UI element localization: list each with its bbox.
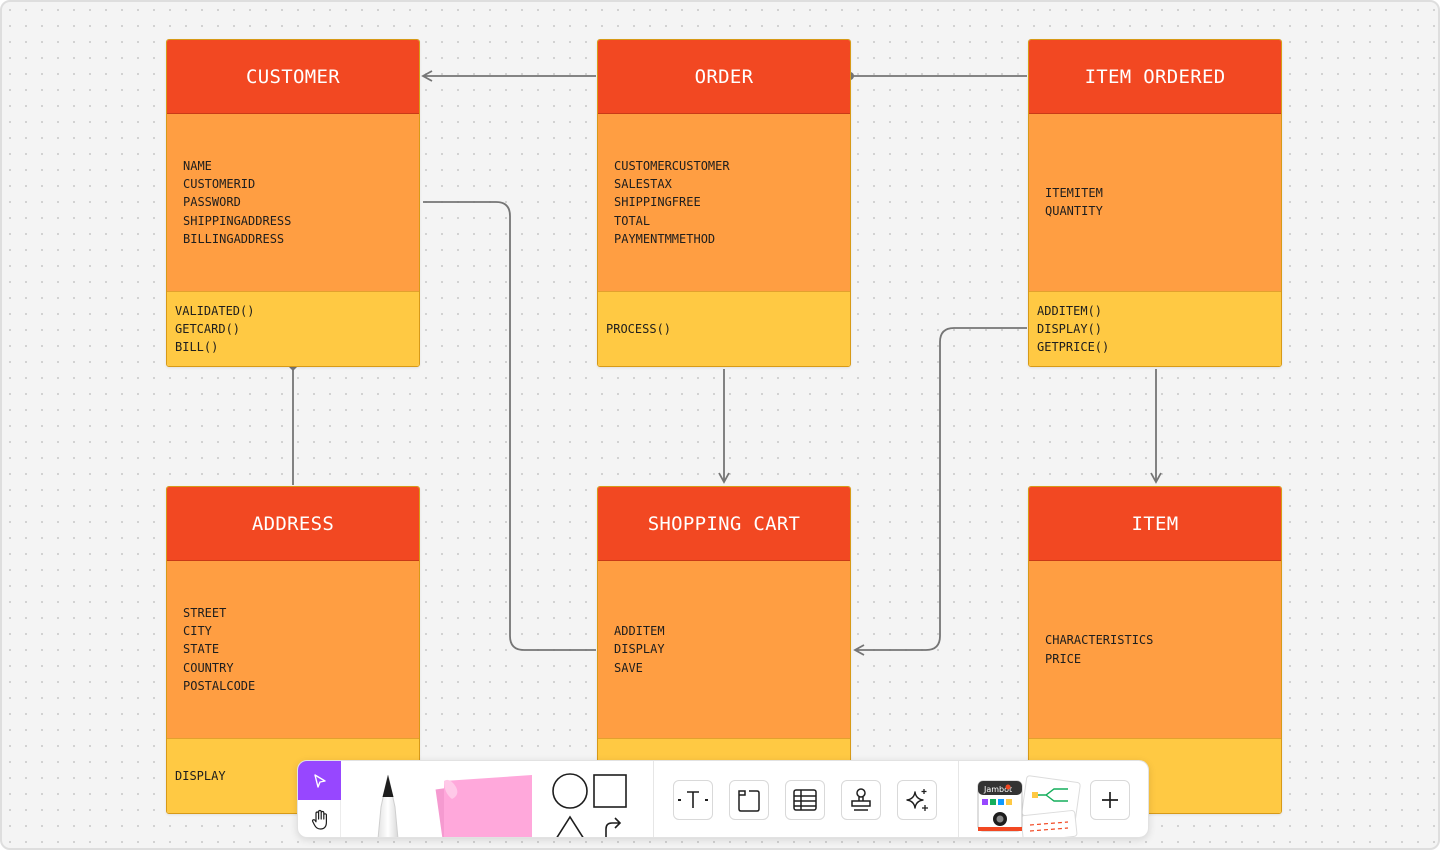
attribute: DISPLAY — [614, 642, 665, 657]
hand-icon — [311, 809, 327, 830]
attribute: TOTAL — [614, 213, 651, 228]
shapes-icon[interactable] — [548, 773, 632, 838]
section-icon — [738, 790, 760, 812]
entity-order[interactable]: ORDER CUSTOMERCUSTOMER SALESTAX SHIPPING… — [597, 39, 851, 367]
entity-item-attributes: CHARACTERISTICS PRICE — [1029, 561, 1281, 739]
connector-itemordered-to-cart — [853, 327, 1027, 656]
attribute: ITEMITEM — [1045, 186, 1103, 200]
entity-item[interactable]: ITEM CHARACTERISTICS PRICE — [1028, 486, 1282, 814]
attribute: SALESTAX — [614, 177, 672, 192]
stamp-tool-button[interactable] — [841, 780, 881, 820]
entity-address[interactable]: ADDRESS STREET CITY STATE COUNTRY POSTAL… — [166, 486, 420, 814]
connector-customer-to-cart — [423, 201, 596, 651]
select-tool-button[interactable] — [298, 761, 341, 800]
toolbar-divider — [653, 761, 654, 837]
table-tool-button[interactable] — [785, 780, 825, 820]
entity-item-ordered[interactable]: ITEM ORDERED ITEMITEM QUANTITY ADDITEM()… — [1028, 39, 1282, 367]
entity-address-title: ADDRESS — [167, 487, 419, 561]
entity-customer-methods: VALIDATED() GETCARD() BILL() — [167, 292, 419, 366]
entity-order-methods: PROCESS() — [598, 292, 850, 366]
bottom-toolbar: Jambot — [297, 760, 1149, 838]
entity-shopping-cart-title: SHOPPING CART — [598, 487, 850, 561]
entity-customer-title: CUSTOMER — [167, 40, 419, 114]
section-tool-button[interactable] — [729, 780, 769, 820]
stamp-icon — [851, 788, 871, 811]
method: GETPRICE() — [1037, 340, 1110, 355]
entity-customer-attributes: NAME CUSTOMERID PASSWORD SHIPPINGADDRESS… — [167, 114, 419, 292]
attribute: CITY — [183, 624, 212, 639]
attribute: PRICE — [1045, 651, 1082, 666]
sticky-note-icon[interactable] — [426, 773, 536, 838]
ai-actions-button[interactable] — [897, 780, 937, 820]
attribute: NAME — [183, 158, 212, 173]
method: PROCESS() — [606, 321, 672, 336]
hand-tool-button[interactable] — [298, 800, 341, 837]
widgets-icon[interactable]: Jambot — [974, 773, 1084, 838]
attribute: STATE — [183, 642, 220, 657]
attribute: CHARACTERISTICS — [1045, 633, 1154, 648]
attribute: PAYMENTMMETHOD — [614, 231, 716, 246]
attribute: QUANTITY — [1045, 204, 1103, 219]
entity-order-attributes: CUSTOMERCUSTOMER SALESTAX SHIPPINGFREE T… — [598, 114, 850, 292]
method: ADDITEM() — [1037, 303, 1103, 318]
mode-switcher — [298, 761, 341, 837]
attribute: CUSTOMERID — [183, 177, 256, 192]
attribute: COUNTRY — [183, 660, 234, 675]
entity-item-ordered-title: ITEM ORDERED — [1029, 40, 1281, 114]
entity-item-ordered-attributes: ITEMITEM QUANTITY — [1029, 114, 1281, 292]
cursor-icon — [313, 773, 326, 788]
attribute: SHIPPINGFREE — [614, 195, 701, 210]
entity-shopping-cart-attributes: ADDITEM DISPLAY SAVE — [598, 561, 850, 739]
table-icon — [793, 789, 817, 811]
method: GETCARD() — [175, 321, 241, 336]
marker-icon[interactable] — [360, 773, 416, 838]
method: DISPLAY() — [1037, 321, 1103, 336]
attribute: POSTALCODE — [183, 678, 256, 693]
attribute: BILLINGADDRESS — [183, 231, 285, 246]
entity-customer[interactable]: CUSTOMER NAME CUSTOMERID PASSWORD SHIPPI… — [166, 39, 420, 367]
plus-icon — [1102, 792, 1118, 808]
attribute: STREET — [183, 605, 227, 620]
method: BILL() — [175, 340, 219, 355]
attribute: ADDITEM — [614, 624, 665, 639]
entity-shopping-cart[interactable]: SHOPPING CART ADDITEM DISPLAY SAVE — [597, 486, 851, 814]
entity-order-title: ORDER — [598, 40, 850, 114]
toolbar-divider — [958, 761, 959, 837]
text-icon — [678, 791, 708, 808]
method: DISPLAY — [175, 768, 226, 783]
entity-item-ordered-methods: ADDITEM() DISPLAY() GETPRICE() — [1029, 292, 1281, 366]
entity-item-title: ITEM — [1029, 487, 1281, 561]
attribute: SHIPPINGADDRESS — [183, 213, 292, 228]
text-tool-button[interactable] — [673, 780, 713, 820]
add-widget-button[interactable] — [1090, 780, 1130, 820]
jambot-label: Jambot — [983, 785, 1012, 794]
method: VALIDATED() — [175, 303, 255, 318]
attribute: SAVE — [614, 660, 643, 675]
entity-address-attributes: STREET CITY STATE COUNTRY POSTALCODE — [167, 561, 419, 739]
attribute: PASSWORD — [183, 195, 241, 210]
sparkle-icon — [906, 789, 928, 811]
attribute: CUSTOMERCUSTOMER — [614, 158, 730, 173]
